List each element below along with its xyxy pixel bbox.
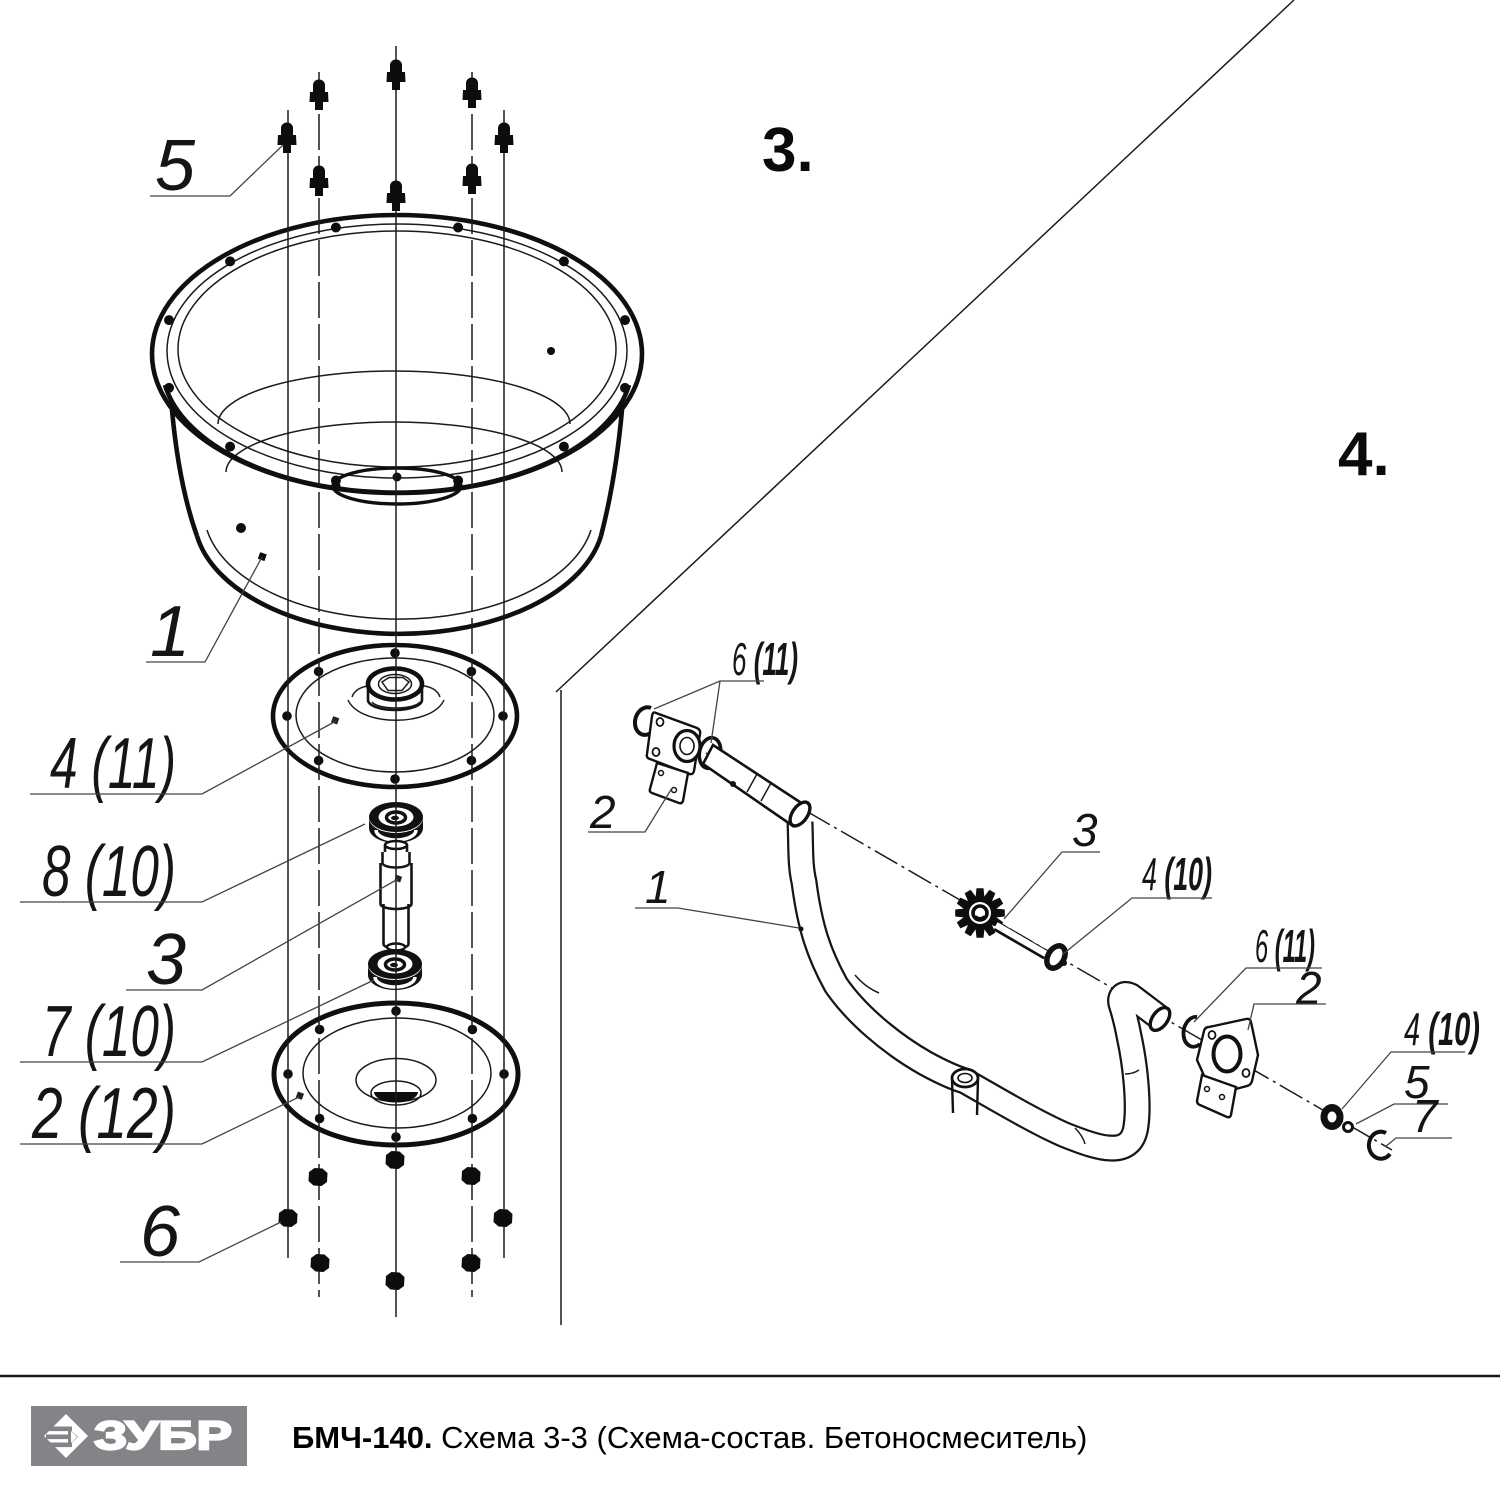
svg-text:7: 7 xyxy=(1412,1090,1439,1142)
svg-text:3: 3 xyxy=(146,920,186,1000)
svg-text:4 (10): 4 (10) xyxy=(1404,1003,1480,1055)
svg-text:2 (12): 2 (12) xyxy=(31,1074,176,1154)
svg-text:2: 2 xyxy=(589,786,616,838)
svg-text:2: 2 xyxy=(1295,962,1322,1014)
svg-text:6 (11): 6 (11) xyxy=(1255,920,1315,972)
svg-text:3.: 3. xyxy=(762,116,814,185)
svg-text:1: 1 xyxy=(150,592,190,672)
svg-text:4 (10): 4 (10) xyxy=(1142,848,1212,900)
svg-text:3: 3 xyxy=(1072,804,1098,856)
svg-text:1: 1 xyxy=(645,861,671,913)
svg-text:8 (10): 8 (10) xyxy=(42,832,176,912)
svg-text:5: 5 xyxy=(155,126,196,206)
svg-text:4.: 4. xyxy=(1338,420,1390,489)
svg-text:6 (11): 6 (11) xyxy=(732,633,798,685)
svg-text:БМЧ-140. Схема 3-3 (Схема-сост: БМЧ-140. Схема 3-3 (Схема-состав. Бетоно… xyxy=(292,1420,1087,1455)
svg-text:4 (11): 4 (11) xyxy=(50,724,176,804)
svg-text:ЗУБР: ЗУБР xyxy=(94,1414,232,1458)
svg-text:6: 6 xyxy=(140,1192,181,1272)
svg-text:7 (10): 7 (10) xyxy=(42,992,176,1072)
svg-text:5: 5 xyxy=(1404,1056,1430,1108)
